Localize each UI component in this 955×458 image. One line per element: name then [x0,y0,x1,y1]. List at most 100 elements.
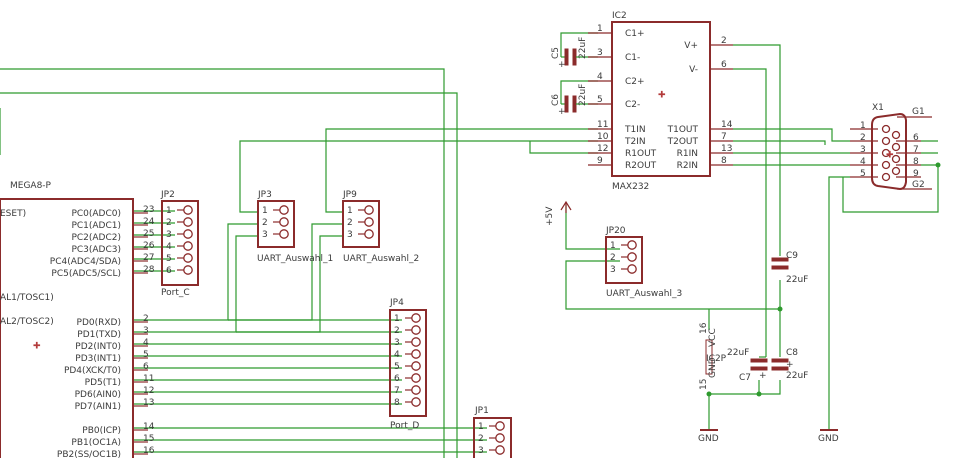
jp1-pin-number: 2 [478,434,484,444]
wire-jp9-t1in [325,128,598,213]
jp3-pad[interactable] [279,217,289,227]
jp4-pad[interactable] [411,361,421,371]
jp9-pin-number: 1 [347,206,353,216]
gnd-symbol-2: GND [818,429,839,444]
jp2-pad[interactable] [183,253,193,263]
wire-jp20-2 [565,260,780,310]
ic2-pin-label: C2+ [625,77,645,87]
cap-c6[interactable]: C6 22uF + [551,84,588,117]
jp4-pad[interactable] [411,385,421,395]
jp20-header[interactable]: JP20 123 UART_Auswahl_3 [605,226,682,299]
mega8-pin-number: 14 [143,422,155,432]
mega8-pin-label: PD1(TXD) [77,330,121,340]
c7-plus: + [759,371,767,381]
ic2p-vcc-num: 16 [699,322,709,334]
jp3-pin-number: 1 [262,206,268,216]
jp9-pad[interactable] [364,217,374,227]
jp3-header[interactable]: JP3 123 UART_Auswahl_1 [257,190,333,264]
c9-value: 22uF [786,275,808,285]
jp4-pad[interactable] [411,325,421,335]
x1-pin-socket[interactable] [881,136,891,146]
mega8-name: MEGA8-P [10,181,52,191]
c5-name: C5 [551,47,561,59]
mega8-pin-label: PC1(ADC1) [71,221,121,231]
jp2-pad[interactable] [183,229,193,239]
jp9-pad[interactable] [364,229,374,239]
jp2-pad[interactable] [183,205,193,215]
ic2-pin-number: 8 [721,156,727,166]
junction-dot [756,391,762,397]
x1-pin-socket[interactable] [891,130,901,140]
jp4-pin-number: 8 [394,398,400,408]
jp4-pad[interactable] [411,313,421,323]
jp4-pin-number: 1 [394,314,400,324]
wire-r1out [529,141,598,154]
mega8-pin-number: 25 [143,229,154,239]
jp2-pin-number: 4 [166,242,172,252]
jp4-pin-number: 7 [394,386,400,396]
jp3-pad[interactable] [279,205,289,215]
mega8-pin-label: PC5(ADC5/SCL) [51,269,121,279]
jp2-pad[interactable] [183,217,193,227]
mega8-pin-label: PD0(RXD) [77,318,121,328]
jp9-pin-number: 2 [347,218,353,228]
gnd-symbol-1: GND [698,429,719,444]
jp4-pad[interactable] [411,337,421,347]
wire-gnd-bottom [709,380,781,395]
c8-plate-neg [771,366,789,371]
jp1-pad[interactable] [495,433,505,443]
wire-bus-1 [0,68,445,458]
cap-c8[interactable]: C8 22uF + [771,348,808,381]
x1-pin-socket[interactable] [881,148,891,158]
jp1-pad[interactable] [495,421,505,431]
ic2-pin-label: V- [689,65,698,75]
cap-c5[interactable]: C5 22uF + [551,37,588,70]
wire-t1out [733,128,850,142]
jp20-pad[interactable] [627,240,637,250]
jp1-pin-number: 3 [478,446,484,456]
jp3-value: UART_Auswahl_1 [257,254,333,264]
jp3-pad[interactable] [279,229,289,239]
plus5v-label: +5V [545,206,555,226]
x1-pin-socket[interactable] [881,124,891,134]
mega8-pin-number: 26 [143,241,155,251]
jp2-pad[interactable] [183,265,193,275]
cap-c9[interactable]: C9 22uF [771,251,808,285]
x1-pin-socket[interactable] [881,172,891,182]
c6-plate-pos [564,95,569,113]
jp1-header[interactable]: JP1 123 [473,406,512,458]
jp20-pad[interactable] [627,252,637,262]
jp1-pad[interactable] [495,445,505,455]
mega8-pin-label: PD6(AIN0) [75,390,121,400]
mega8-pin-number: 16 [143,446,155,456]
x1-pin-socket[interactable] [891,166,901,176]
x1-g1: G1 [912,107,925,117]
c7-plate-neg [750,366,768,371]
x1-pin-socket[interactable] [891,154,901,164]
jp4-pad[interactable] [411,349,421,359]
jp9-pad[interactable] [364,205,374,215]
junction-dot [777,306,783,312]
ic2-pin-label: T2IN [624,137,646,147]
mega8-part[interactable]: MEGA8-P ESET) AL1/TOSC1) AL2/TOSC2) + PC… [0,181,155,458]
jp4-pad[interactable] [411,397,421,407]
jp2-pad[interactable] [183,241,193,251]
ic2-power-part[interactable]: IC2P VCC GND 16 15 [699,322,727,390]
x1-pin-socket[interactable] [881,160,891,170]
cap-c7[interactable]: 22uF C7 + [727,348,768,383]
jp9-header[interactable]: JP9 123 UART_Auswahl_2 [342,190,419,264]
jp2-pin-number: 5 [166,254,172,264]
x1-pin-number: 4 [860,157,866,167]
x1-pin-socket[interactable] [891,142,901,152]
jp20-pad[interactable] [627,264,637,274]
mega8-pin-number: 23 [143,205,154,215]
wire-t2out [733,140,826,145]
ic2-pin-number: 11 [597,120,608,130]
jp4-pad[interactable] [411,373,421,383]
